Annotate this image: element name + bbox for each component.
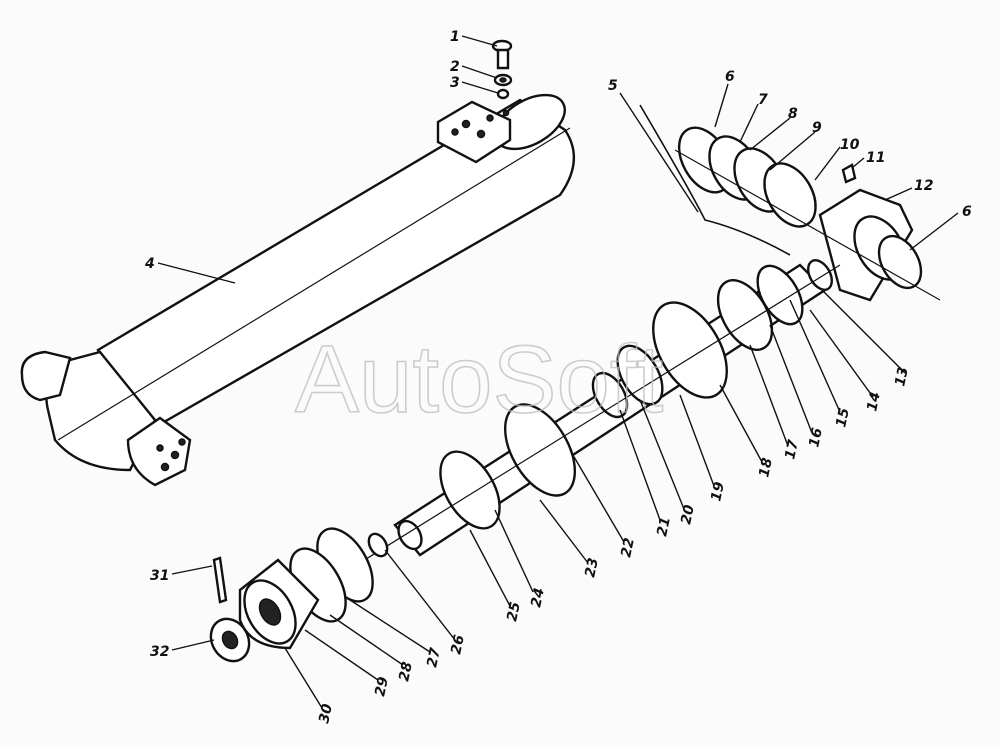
callout-21: 21 [654,515,674,537]
callout-22: 22 [618,536,638,558]
callout-8: 8 [788,106,798,122]
callout-1: 1 [450,29,460,45]
callout-9: 9 [812,120,822,136]
bolt-part-1 [491,39,513,70]
callout-23: 23 [582,556,602,578]
piston-rod-assembly [299,259,841,601]
callout-4: 4 [144,256,155,272]
watermark: AutoSoft [295,326,663,433]
callout-18: 18 [756,456,776,479]
callout-24: 24 [528,586,548,608]
washer-part-3 [496,88,510,100]
callout-31: 31 [150,568,169,584]
callout-30: 30 [316,702,336,725]
callout-11: 11 [866,150,885,166]
callout-6-right: 6 [962,204,972,220]
callout-10: 10 [840,137,860,153]
callout-6-top: 6 [725,69,735,85]
callout-20: 20 [678,503,698,526]
callout-12: 12 [914,178,933,194]
callout-17: 17 [782,438,802,461]
callout-29: 29 [372,675,392,698]
cylinder-body [20,93,576,487]
callout-7: 7 [758,92,768,108]
callout-3: 3 [450,75,460,91]
washer-part-2 [493,73,513,87]
callout-2: 2 [450,59,460,75]
piston-assembly [209,527,389,663]
callout-25: 25 [504,600,524,623]
callout-5: 5 [608,78,618,94]
callout-14: 14 [864,390,884,412]
callout-15: 15 [833,406,853,429]
callout-27: 27 [424,646,444,669]
callout-26: 26 [448,633,468,656]
wire-part-5 [639,104,791,256]
callout-19: 19 [708,480,728,503]
callout-labels: 1 2 3 4 5 6 6 7 8 9 10 11 12 13 14 15 16… [144,29,972,725]
callout-16: 16 [806,426,826,449]
leader-lines [157,35,959,709]
callout-32: 32 [150,644,169,660]
callout-13: 13 [892,365,912,387]
callout-28: 28 [396,660,416,683]
